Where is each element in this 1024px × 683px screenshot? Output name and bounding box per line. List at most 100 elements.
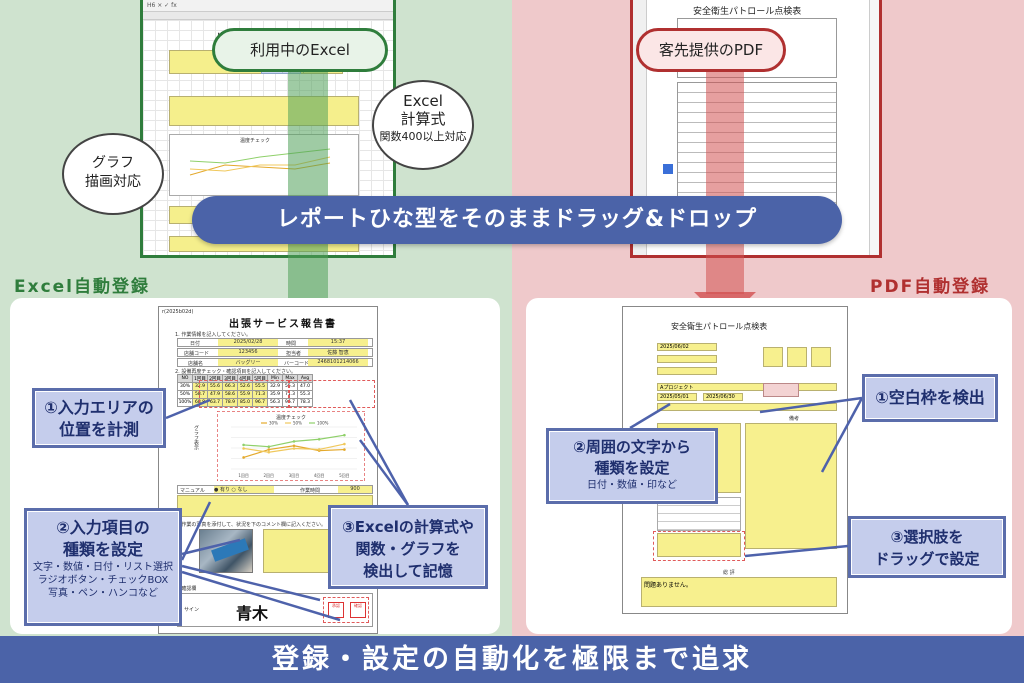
pdf-remarks-label: 備考 — [789, 416, 800, 422]
table-cell: 50% — [177, 390, 193, 399]
formula-bubble-line2: 計算式 — [400, 110, 446, 128]
callout-line: 種類を設定 — [62, 540, 143, 559]
info-key: 時間 — [286, 341, 297, 347]
pdf-cursor-tool-icon[interactable] — [663, 164, 673, 174]
date-field[interactable]: 2025/02/28 — [218, 339, 278, 346]
excel-mini-chart: 温度チェック — [169, 134, 359, 196]
chart-point — [292, 440, 296, 443]
sign-label: サイン — [184, 607, 200, 613]
work-time-label: 作業時間 — [300, 488, 321, 494]
callout-sub-line: 文字・数値・日付・リスト選択 — [33, 562, 173, 573]
graph-bubble: グラフ 描画対応 — [62, 133, 164, 215]
chart-legend-label: 100% — [317, 421, 329, 426]
pdf-stamp-box-3[interactable] — [811, 347, 831, 367]
callout-line: 検出して記憶 — [363, 562, 453, 580]
info-key: 店舗名 — [188, 361, 204, 367]
callout-measure-input-area: ①入力エリアの 位置を計測 — [32, 388, 166, 448]
callout-sub-line: 写真・ペン・ハンコなど — [48, 588, 158, 599]
info-key: 担当者 — [286, 351, 302, 357]
pdf-id-field[interactable] — [657, 367, 717, 375]
pdf-footer-comment[interactable]: 問題ありません。 — [641, 577, 837, 607]
chart-point — [317, 437, 321, 441]
chart-x-tick-label: 3回目 — [289, 473, 300, 478]
info-key: 日付 — [190, 341, 201, 347]
manual-label: マニュアル — [180, 488, 205, 494]
doc-question-1: 1. 作業情報を記入してください。 — [175, 332, 252, 338]
work-photo[interactable] — [199, 529, 253, 573]
chart-point — [343, 433, 346, 437]
chart-x-tick-label: 2回目 — [264, 473, 275, 478]
info-row: 店舗コード 123456 担当者 佐藤 智恵 — [177, 348, 373, 357]
table-cell: 100% — [177, 398, 193, 407]
chart-legend-label: 30% — [269, 421, 278, 426]
chart-point — [343, 448, 346, 451]
staff-field[interactable]: 佐藤 智恵 — [308, 349, 368, 356]
callout-input-types: ②入力項目の 種類を設定 文字・数値・日付・リスト選択 ラジオボタン・チェックB… — [24, 508, 182, 626]
table-cell: 30% — [177, 382, 193, 391]
pdf-choice-area[interactable] — [657, 533, 741, 557]
excel-section-title: Excel自動登録 — [14, 277, 151, 297]
chart-lines — [242, 433, 346, 459]
pdf-remarks-column[interactable] — [745, 423, 837, 549]
manual-row: マニュアル ● 有り ○ なし 作業時間 900 — [177, 485, 373, 494]
work-time-field[interactable]: 900 — [338, 486, 372, 493]
table-header-cell: NO — [177, 374, 193, 383]
table-row: 50% 58.7 47.9 58.6 55.9 71.3 35.9 71.3 5… — [177, 390, 313, 399]
pdf-range-from[interactable]: 2025/05/01 — [657, 393, 697, 401]
formula-bubble-line3: 関数400以上対応 — [379, 130, 467, 143]
time-field[interactable]: 15:37 — [308, 339, 368, 346]
chart-x-tick-label: 4回目 — [314, 473, 325, 478]
store-name-field[interactable]: バッグリー — [218, 359, 278, 366]
photo-detail — [211, 538, 249, 562]
pdf-range-to[interactable]: 2025/06/30 — [703, 393, 743, 401]
excel-table-area — [169, 96, 359, 126]
callout-sub-line: ラジオボタン・チェックBOX — [37, 575, 169, 586]
excel-arrow-shaft — [288, 72, 328, 302]
formula-bubble-line1: Excel — [403, 92, 443, 110]
barcode-field[interactable]: 2468101214066 — [308, 359, 368, 366]
doc-version: r(2025b02d) — [162, 309, 194, 315]
excel-formula-bar: H6 × ✓ fx — [143, 0, 393, 12]
formula-area-highlight — [289, 380, 375, 408]
pdf-pink-label — [763, 383, 799, 397]
hanko-highlight — [323, 597, 369, 623]
chart-legend: 30%50%100% — [261, 421, 329, 426]
callout-detect-blank: ①空白枠を検出 — [862, 374, 998, 422]
chart-vertical-label: グラフ表示 — [193, 425, 199, 450]
callout-line: ③Excelの計算式や — [342, 518, 474, 536]
graph-bubble-line2: 描画対応 — [85, 174, 141, 190]
callout-line: ②入力項目の — [56, 518, 150, 537]
table-cell: 78.3 — [297, 398, 313, 407]
hanko-stamp-confirm[interactable]: 確認 — [350, 602, 366, 618]
callout-detect-formula: ③Excelの計算式や 関数・グラフを 検出して記憶 — [328, 505, 488, 589]
chart-point — [317, 448, 321, 451]
manual-radio[interactable]: ● 有り ○ なし — [214, 486, 274, 493]
pdf-stamp-box-1[interactable] — [763, 347, 783, 367]
graph-bubble-line1: グラフ — [92, 155, 134, 171]
pdf-project-field[interactable]: Aプロジェクト — [657, 383, 837, 391]
callout-line: 種類を設定 — [594, 459, 670, 477]
chart-point — [267, 448, 271, 451]
input-area-highlight — [199, 380, 289, 408]
pdf-label-bubble: 客先提供のPDF — [636, 28, 786, 72]
chart-point — [292, 444, 296, 448]
pdf-choice-highlight — [653, 531, 745, 561]
info-key: バーコード — [284, 361, 310, 367]
chart-title: 温度チェック — [276, 414, 306, 421]
pdf-stamp-box-2[interactable] — [787, 347, 807, 367]
store-code-field[interactable]: 123456 — [218, 349, 278, 356]
callout-line: ③選択肢を — [890, 528, 964, 546]
doc-question-2: 2. 設備再度チェック・確認項目を記入してください。 — [175, 369, 296, 375]
pdf-date-field[interactable]: 2025/06/02 — [657, 343, 717, 351]
signature-pen[interactable]: 青木 — [236, 604, 269, 623]
pdf-name-field[interactable] — [657, 355, 717, 363]
info-row: 日付 2025/02/28 時間 15:37 — [177, 338, 373, 347]
chart-grid — [231, 426, 357, 470]
callout-line: 関数・グラフを — [355, 540, 461, 558]
pdf-radio-row[interactable] — [657, 403, 837, 411]
callout-line: ①入力エリアの — [44, 398, 154, 417]
pdf-checklist — [677, 82, 837, 212]
excel-label-bubble: 利用中のExcel — [212, 28, 388, 72]
